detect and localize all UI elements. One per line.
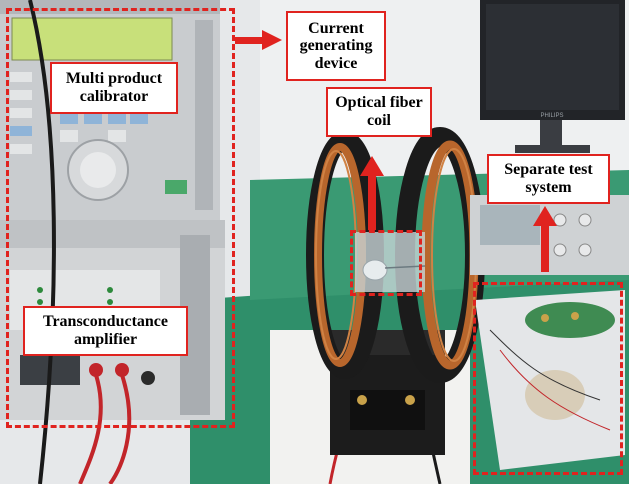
test-instrument (470, 195, 629, 275)
red-terminal (89, 363, 103, 377)
test-system-highlight-box (473, 282, 623, 475)
label-current-generating-device: Current generating device (286, 11, 386, 81)
philips-monitor: PHILIPS (480, 0, 625, 153)
green-pcb (525, 302, 615, 338)
power-button (165, 180, 187, 194)
arrow-to-test-system (533, 206, 557, 272)
label-multi-product-calibrator: Multi product calibrator (50, 62, 178, 114)
circuit-boards (475, 290, 625, 470)
label-transconductance-amplifier: Transconductance amplifier (23, 306, 188, 356)
arrow-to-current-device (235, 30, 282, 50)
label-separate-test-system: Separate test system (487, 154, 610, 204)
label-optical-fiber-coil: Optical fiber coil (326, 87, 432, 137)
arrow-to-fiber-coil (360, 156, 384, 230)
calibrator-highlight-box (6, 8, 235, 428)
fiber-coil-highlight-box (350, 230, 422, 296)
optical-fiber-sample (355, 232, 425, 292)
monitor-brand-text: PHILIPS (540, 113, 563, 119)
